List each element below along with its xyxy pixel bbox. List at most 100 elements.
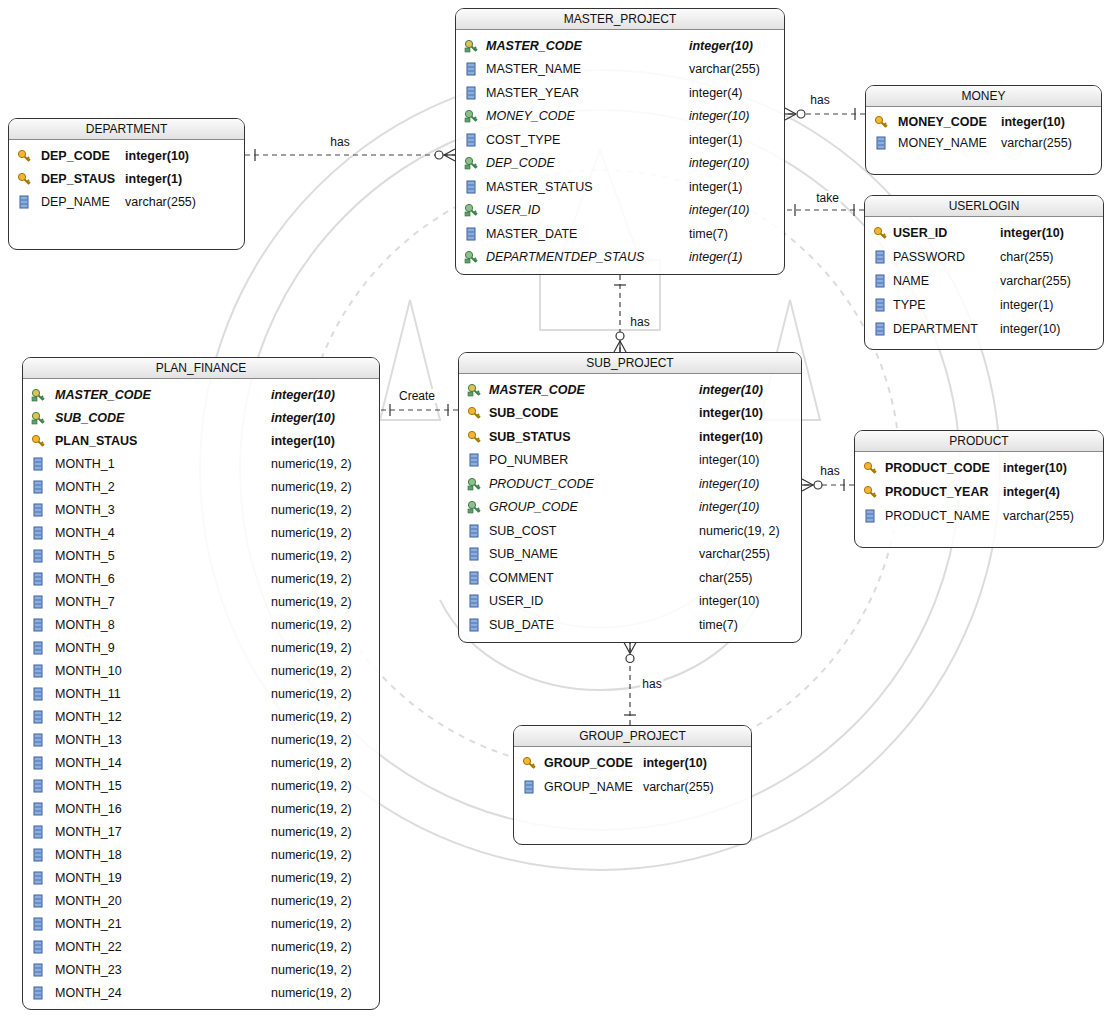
column-name: PRODUCT_CODE (489, 477, 699, 491)
column-icon (31, 641, 45, 655)
column-type: integer(10) (643, 756, 707, 770)
foreign-key-icon (467, 500, 481, 514)
column-type: varchar(255) (699, 547, 770, 561)
column-row: MONTH_8numeric(19, 2) (23, 613, 379, 636)
primary-key-icon (522, 756, 536, 770)
column-icon (467, 571, 481, 585)
column-row: MONTH_16numeric(19, 2) (23, 797, 379, 820)
relationship-label: has (328, 135, 351, 149)
column-type: numeric(19, 2) (271, 687, 352, 701)
primary-key-icon (31, 434, 45, 448)
column-type: integer(10) (699, 430, 763, 444)
table-name: SUB_PROJECT (586, 356, 673, 370)
column-icon (31, 618, 45, 632)
table-body: PRODUCT_CODEinteger(10)PRODUCT_YEARinteg… (855, 452, 1103, 528)
entity-table: MONEYMONEY_CODEinteger(10)MONEY_NAMEvarc… (865, 85, 1102, 175)
column-name: MONTH_19 (55, 871, 271, 885)
column-type: numeric(19, 2) (271, 779, 352, 793)
column-name: PRODUCT_YEAR (885, 485, 1003, 499)
column-row: GROUP_CODEinteger(10) (459, 496, 801, 520)
cardinality-mark (802, 479, 844, 491)
primary-key-icon (467, 406, 481, 420)
foreign-key-icon (464, 156, 478, 170)
one-mark (614, 284, 626, 285)
column-name: PRODUCT_CODE (885, 461, 1003, 475)
one-mark (843, 479, 844, 491)
column-name: MONEY_CODE (486, 109, 689, 123)
column-type: integer(4) (1003, 485, 1060, 499)
column-name: MONEY_NAME (898, 136, 1001, 150)
one-mark (389, 404, 390, 416)
column-name: MONTH_8 (55, 618, 271, 632)
column-row: MONTH_17numeric(19, 2) (23, 820, 379, 843)
column-type: numeric(19, 2) (271, 526, 352, 540)
column-row: MONTH_21numeric(19, 2) (23, 912, 379, 935)
column-icon (31, 549, 45, 563)
table-header: USERLOGIN (865, 196, 1103, 217)
primary-key-icon (863, 485, 877, 499)
column-row: MASTER_NAMEvarchar(255) (456, 58, 784, 82)
table-header: GROUP_PROJECT (514, 726, 751, 747)
column-type: integer(1) (689, 250, 743, 264)
primary-key-icon (873, 226, 887, 240)
column-icon (31, 802, 45, 816)
column-type: numeric(19, 2) (271, 664, 352, 678)
column-row: GROUP_CODEinteger(10) (514, 751, 751, 775)
column-icon (467, 453, 481, 467)
column-name: SUB_CODE (489, 406, 699, 420)
column-name: MONTH_13 (55, 733, 271, 747)
column-icon (31, 710, 45, 724)
column-type: varchar(255) (125, 195, 196, 209)
column-name: MONTH_4 (55, 526, 271, 540)
column-icon (31, 963, 45, 977)
column-row: MONTH_24numeric(19, 2) (23, 981, 379, 1004)
column-row: MONTH_6numeric(19, 2) (23, 567, 379, 590)
column-name: USER_ID (486, 203, 689, 217)
column-row: MASTER_DATEtime(7) (456, 222, 784, 246)
column-icon (31, 457, 45, 471)
column-name: SUB_NAME (489, 547, 699, 561)
column-type: numeric(19, 2) (271, 733, 352, 747)
column-icon (31, 940, 45, 954)
column-icon (31, 825, 45, 839)
column-row: SUB_CODEinteger(10) (23, 406, 379, 429)
table-name: MONEY (961, 89, 1005, 103)
cardinality-mark (624, 643, 636, 716)
column-type: numeric(19, 2) (271, 756, 352, 770)
column-icon (464, 86, 478, 100)
column-name: SUB_DATE (489, 618, 699, 632)
column-row: COMMENTchar(255) (459, 566, 801, 590)
table-body: USER_IDinteger(10)PASSWORDchar(255)NAMEv… (865, 217, 1103, 341)
relationship-label: has (628, 315, 651, 329)
column-row: NAMEvarchar(255) (865, 269, 1103, 293)
column-type: integer(10) (271, 411, 335, 425)
key-foreign-key-icon (31, 411, 45, 425)
table-name: DEPARTMENT (86, 122, 168, 136)
relationship-line (785, 209, 864, 210)
column-icon (464, 227, 478, 241)
column-name: MASTER_CODE (55, 388, 271, 402)
crow-foot-mark (630, 643, 636, 654)
column-icon (464, 62, 478, 76)
column-type: integer(10) (699, 500, 759, 514)
column-type: integer(10) (699, 594, 759, 608)
column-icon (464, 180, 478, 194)
crow-foot-mark (444, 149, 455, 155)
column-name: MASTER_NAME (486, 62, 689, 76)
column-name: PO_NUMBER (489, 453, 699, 467)
column-row: PASSWORDchar(255) (865, 245, 1103, 269)
column-name: MONTH_5 (55, 549, 271, 563)
column-type: numeric(19, 2) (271, 848, 352, 862)
column-icon (31, 526, 45, 540)
column-row: MASTER_CODEinteger(10) (456, 34, 784, 58)
column-name: PRODUCT_NAME (885, 509, 1003, 523)
table-body: MASTER_CODEinteger(10)SUB_CODEinteger(10… (459, 374, 801, 637)
column-row: MONTH_18numeric(19, 2) (23, 843, 379, 866)
column-icon (467, 618, 481, 632)
column-name: DEP_CODE (41, 149, 125, 163)
cardinality-mark (614, 285, 626, 352)
column-icon (31, 733, 45, 747)
column-type: char(255) (699, 571, 753, 585)
column-icon (31, 503, 45, 517)
column-row: MONTH_1numeric(19, 2) (23, 452, 379, 475)
